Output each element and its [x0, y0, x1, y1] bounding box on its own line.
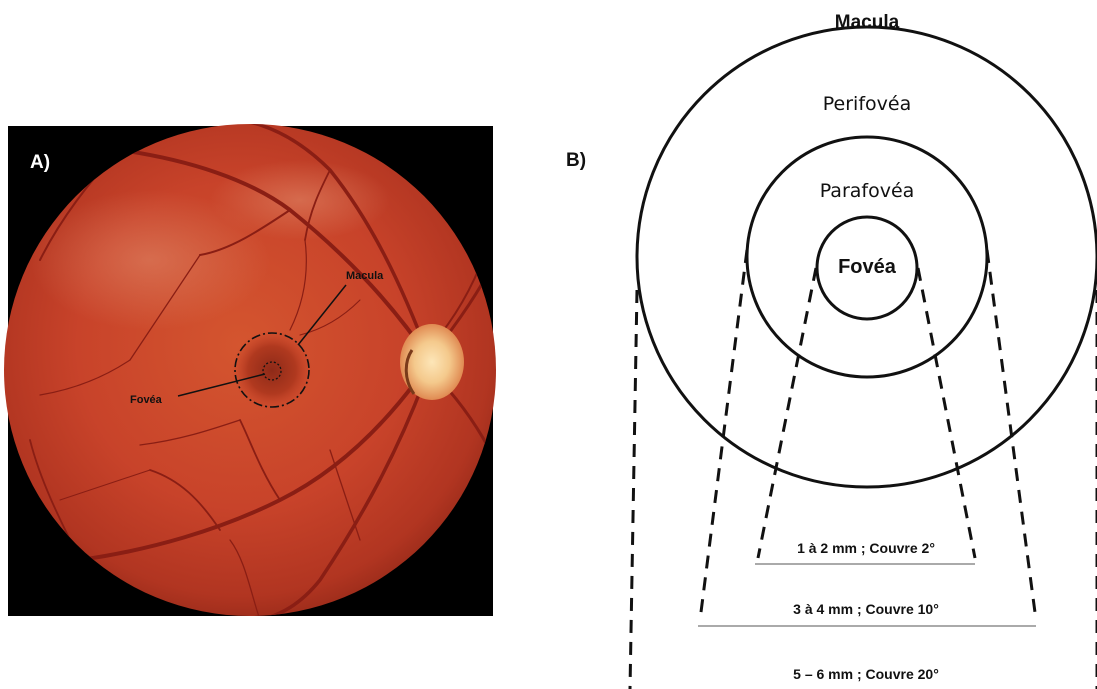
perifovea-label: Perifovéa [823, 93, 911, 115]
fovea-measurement: 1 à 2 mm ; Couvre 2° [797, 540, 935, 556]
fundus-sheen-upper [210, 160, 390, 240]
diagram-title: Macula [835, 12, 900, 33]
macula-diagram: B) Macula Perifovéa Parafovéa Fovéa 1 à … [566, 12, 1097, 689]
projection-lines [630, 250, 1097, 689]
panel-b-label: B) [566, 150, 586, 171]
macula-annotation: Macula [346, 270, 384, 282]
perifovea-measurement: 5 – 6 mm ; Couvre 20° [793, 666, 939, 682]
fundus-photo: Macula Fovéa A) [4, 120, 500, 620]
fovea-label: Fovéa [838, 256, 897, 278]
parafovea-projection-left [700, 250, 747, 620]
fovea-annotation: Fovéa [130, 394, 163, 406]
parafovea-label: Parafovéa [820, 180, 915, 202]
fovea-projection-left [758, 268, 816, 558]
parafovea-measurement: 3 à 4 mm ; Couvre 10° [793, 601, 939, 617]
panel-a-label: A) [30, 152, 50, 173]
perifovea-projection-left [630, 290, 637, 689]
fovea-projection-right [918, 268, 975, 558]
parafovea-projection-right [987, 250, 1036, 620]
